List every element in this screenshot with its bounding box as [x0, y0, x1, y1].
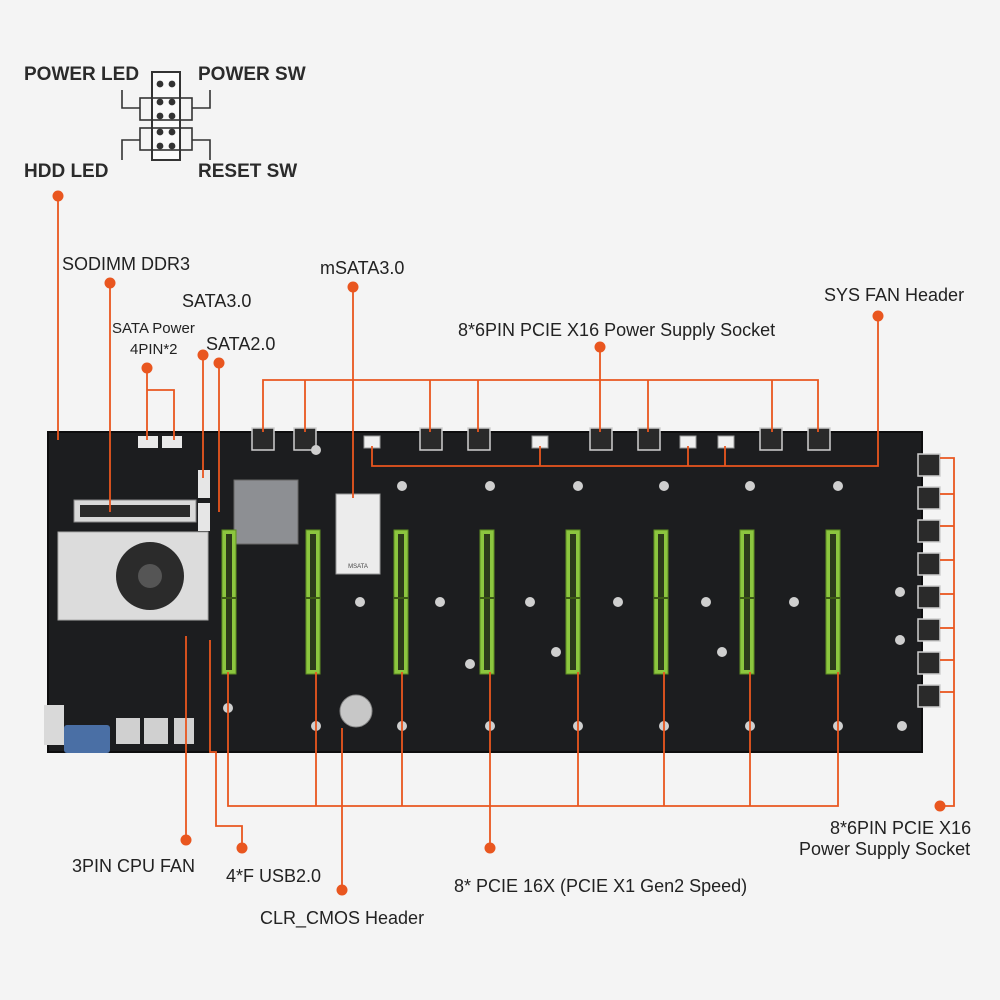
pcie-power-socket	[917, 684, 941, 708]
mounting-hole	[701, 597, 711, 607]
top-power-sockets	[251, 427, 831, 451]
pcie-slots	[221, 529, 841, 675]
pcie-power-socket	[917, 486, 941, 510]
motherboard: MSATA	[44, 427, 941, 753]
sata-power-label-line2: 4PIN*2	[130, 341, 178, 358]
pcie-power-right-label-line2: Power Supply Socket	[799, 839, 971, 859]
usb-port	[174, 718, 194, 744]
sata2-port	[198, 503, 210, 531]
pcie-slot	[825, 529, 841, 675]
pcie-power-socket	[917, 618, 941, 642]
sata3-port	[198, 470, 210, 498]
pcie-slot	[565, 529, 581, 675]
pcie-power-right-label-line1: 8*6PIN PCIE X16	[830, 818, 972, 838]
cmos-battery	[339, 694, 373, 728]
mounting-hole	[895, 635, 905, 645]
pcie-power-top-label: 8*6PIN PCIE X16 Power Supply Socket	[458, 320, 776, 340]
callout-lines	[57, 196, 955, 890]
sata2-label: SATA2.0	[206, 334, 276, 354]
pcie-slot	[739, 529, 755, 675]
mounting-hole	[551, 647, 561, 657]
pcie-slot	[653, 529, 669, 675]
power-led-label: POWER LED	[24, 64, 140, 85]
pcie-power-socket	[917, 519, 941, 543]
mounting-hole	[745, 481, 755, 491]
mounting-hole	[895, 587, 905, 597]
pcie-power-socket	[917, 453, 941, 477]
front-panel-header	[121, 71, 211, 161]
usb-port	[116, 718, 140, 744]
pcie-power-socket	[807, 427, 831, 451]
right-power-sockets	[917, 453, 941, 708]
sys-fan-header	[717, 435, 735, 449]
power-sw-label: POWER SW	[198, 64, 306, 85]
chipset-heatsink	[233, 479, 299, 545]
pcie-power-socket	[917, 552, 941, 576]
sys-fan-label: SYS FAN Header	[824, 285, 965, 305]
mounting-hole	[397, 481, 407, 491]
sodimm-label: SODIMM DDR3	[62, 254, 191, 274]
io-bracket	[44, 705, 64, 745]
vga-port	[64, 725, 110, 753]
mounting-hole	[525, 597, 535, 607]
mounting-hole	[355, 597, 365, 607]
mounting-hole	[833, 481, 843, 491]
pcie-power-socket	[589, 427, 613, 451]
mounting-holes	[223, 445, 907, 731]
mounting-hole	[659, 481, 669, 491]
msata-slot	[335, 493, 381, 575]
cpu-fan-label: 3PIN CPU FAN	[72, 856, 196, 876]
usb-port	[144, 718, 168, 744]
mounting-hole	[485, 481, 495, 491]
pcie-slot	[479, 529, 495, 675]
mounting-hole	[311, 445, 321, 455]
mounting-hole	[613, 597, 623, 607]
pcie-power-socket	[419, 427, 443, 451]
cpu-heatsink	[57, 531, 209, 621]
reset-sw-label: RESET SW	[198, 161, 298, 182]
callout-dots	[52, 190, 946, 896]
mounting-hole	[435, 597, 445, 607]
msata-label: mSATA3.0	[320, 258, 405, 278]
pcie-power-socket	[917, 651, 941, 675]
clr-cmos-label: CLR_CMOS Header	[260, 908, 425, 928]
pcie-slots-label: 8* PCIE 16X (PCIE X1 Gen2 Speed)	[454, 876, 748, 896]
fan-headers	[363, 435, 735, 449]
pcie-power-socket	[467, 427, 491, 451]
pcie-power-socket	[637, 427, 661, 451]
sata-power-label-line1: SATA Power	[112, 320, 195, 337]
usb-label: 4*F USB2.0	[226, 866, 322, 886]
sata3-label: SATA3.0	[182, 291, 252, 311]
mounting-hole	[789, 597, 799, 607]
pcie-slot	[393, 529, 409, 675]
mounting-hole	[897, 721, 907, 731]
hdd-led-label: HDD LED	[24, 161, 109, 182]
pcie-slot	[305, 529, 321, 675]
sata-power-connector	[162, 436, 182, 448]
mounting-hole	[465, 659, 475, 669]
mounting-hole	[717, 647, 727, 657]
pcie-power-socket	[759, 427, 783, 451]
mounting-hole	[573, 481, 583, 491]
pcie-slot	[221, 529, 237, 675]
pcie-power-socket	[917, 585, 941, 609]
sata-power-connector	[138, 436, 158, 448]
msata-slot-label: MSATA	[348, 564, 368, 570]
